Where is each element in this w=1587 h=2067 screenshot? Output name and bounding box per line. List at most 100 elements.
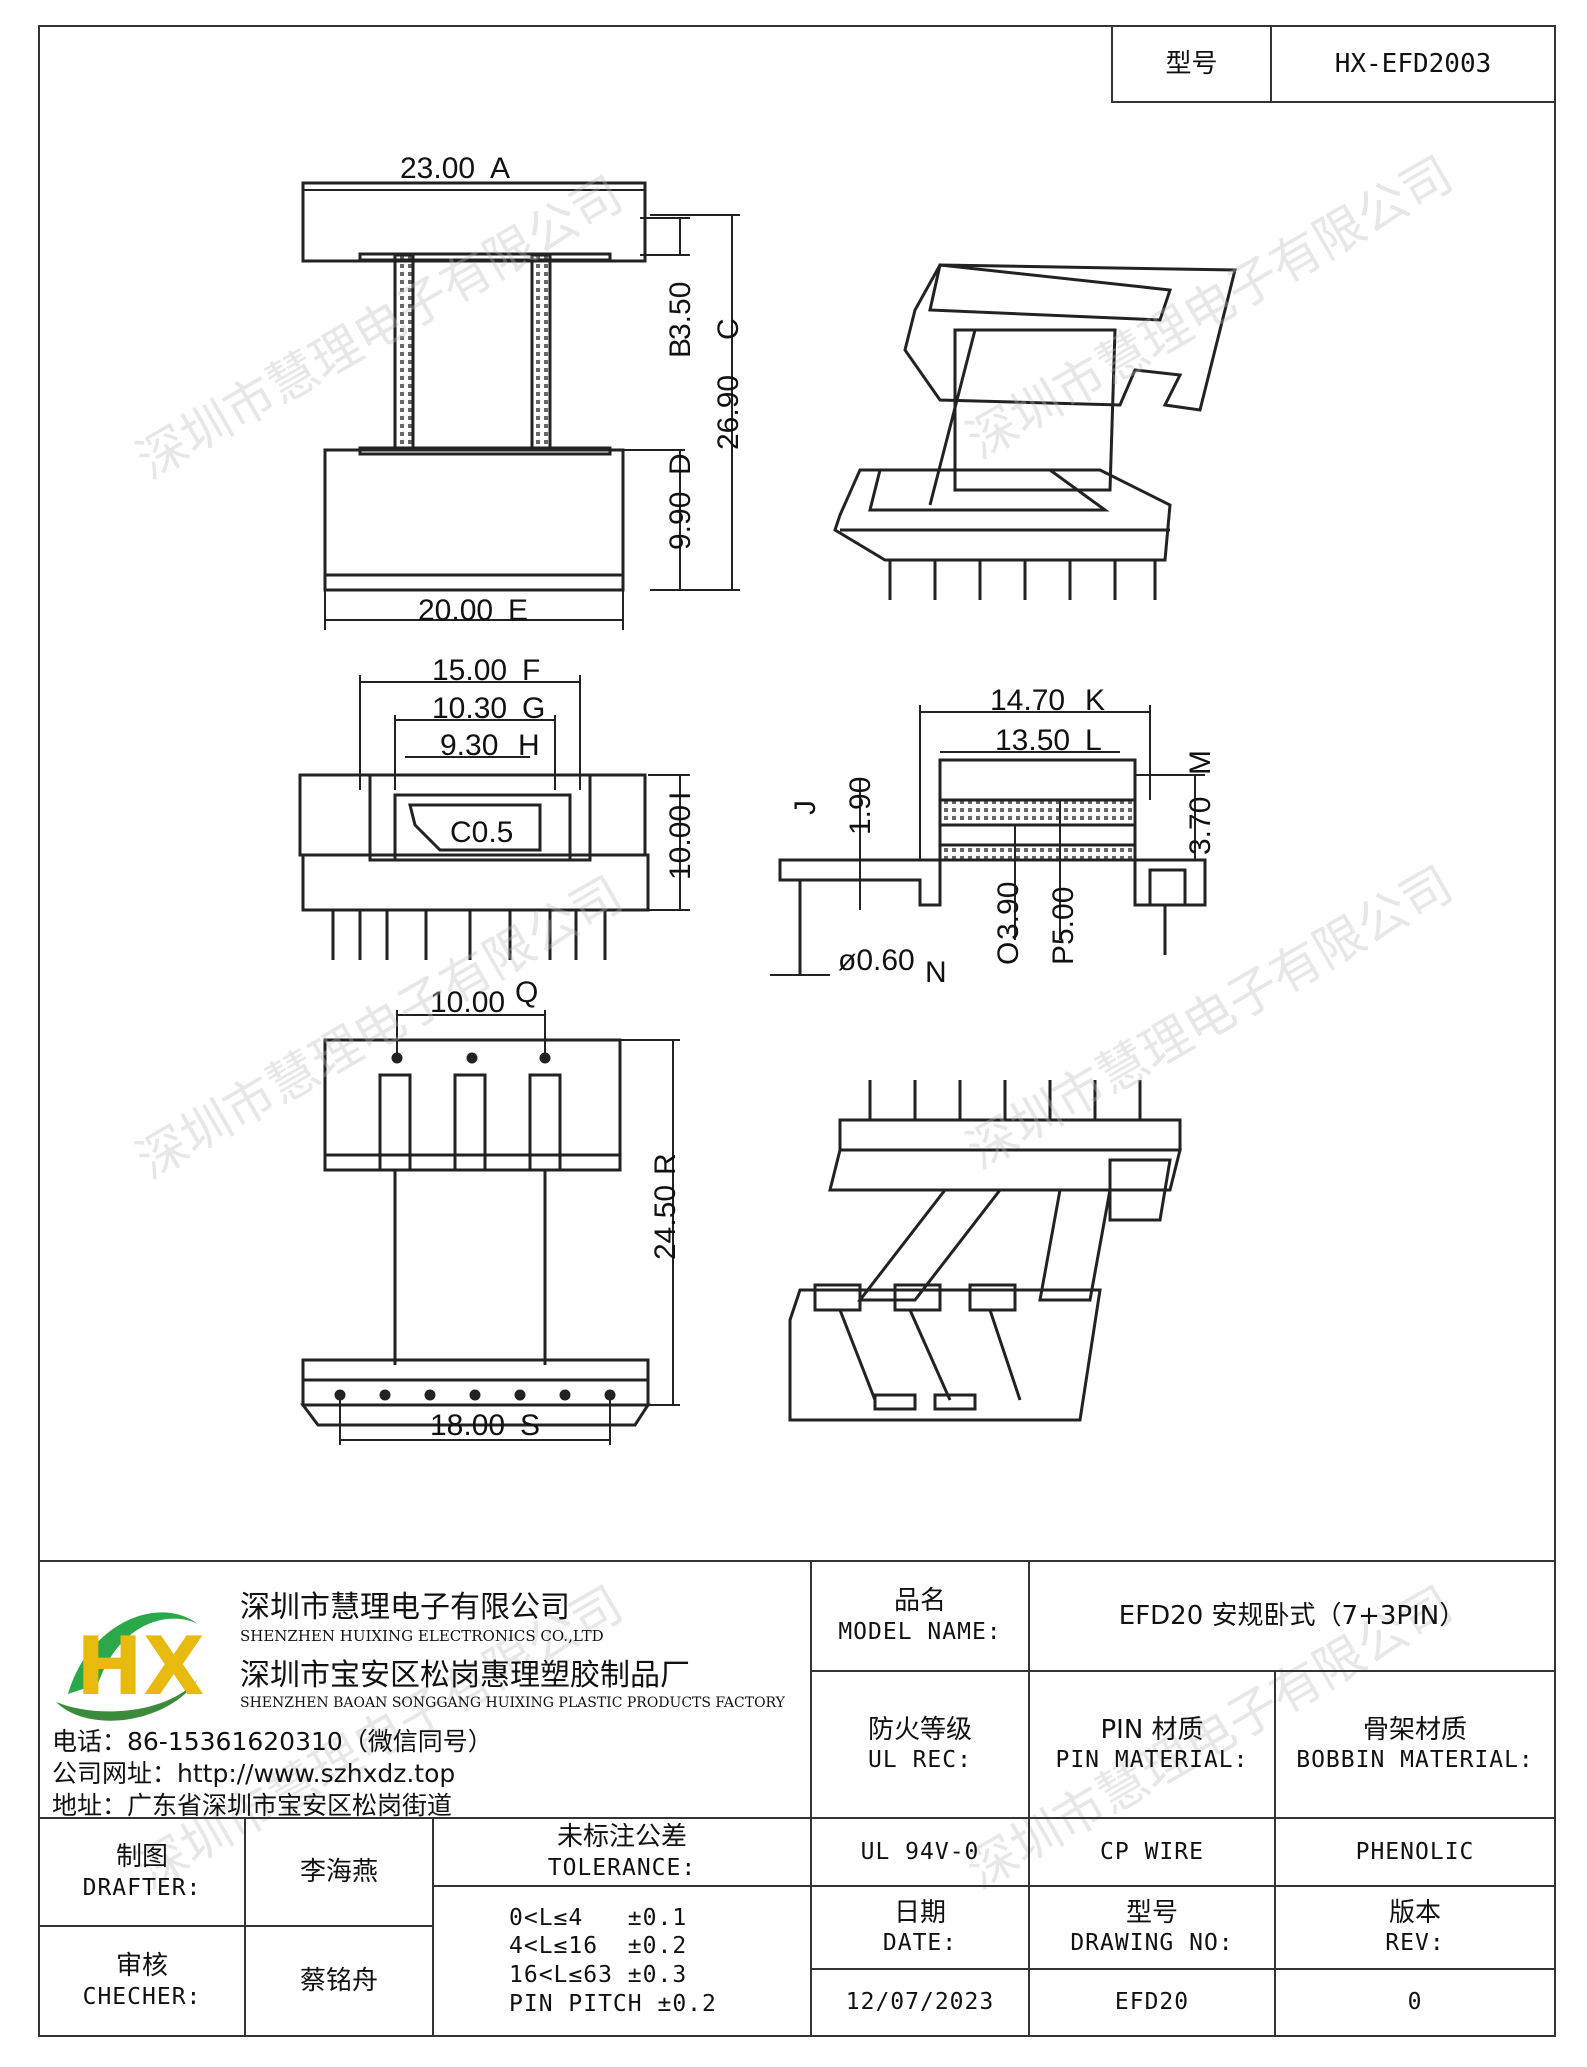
drawing-no-label-zh: 型号	[1125, 1897, 1178, 1928]
dim-Q-tag: Q	[515, 976, 538, 1009]
dim-N: ø0.60	[838, 944, 915, 977]
dim-L: 13.50	[995, 724, 1070, 757]
bobbin-material-value: PHENOLIC	[1355, 1838, 1475, 1865]
drafter-label-en: DRAFTER:	[82, 1874, 202, 1901]
dim-H: 9.30	[440, 729, 498, 762]
company-block: HX 深圳市慧理电子有限公司 SHENZHEN HUIXING ELECTRON…	[40, 1562, 810, 1820]
company-name-2: 深圳市宝安区松岗惠理塑胶制品厂	[240, 1658, 690, 1693]
company-website: 公司网址：http://www.szhxdz.top	[52, 1759, 456, 1788]
dim-F: 15.00	[432, 654, 507, 687]
drawing-no-label-en: DRAWING NO:	[1070, 1930, 1234, 1957]
bobbin-material-label-cell: 骨架材质 BOBBIN MATERIAL:	[1274, 1670, 1556, 1819]
bobbin-material-value-cell: PHENOLIC	[1274, 1817, 1556, 1887]
dim-D: 9.90	[664, 492, 697, 550]
rev-label-en: REV:	[1385, 1930, 1445, 1957]
dim-S: 18.00	[430, 1409, 505, 1442]
checker-label-zh: 审核	[115, 1951, 168, 1982]
front-view	[301, 181, 740, 630]
tolerance-line-2: 4<L≤16 ±0.2	[509, 1933, 688, 1960]
dim-S-tag: S	[520, 1409, 540, 1442]
dim-M: 3.70	[1184, 797, 1217, 855]
dim-O-tag: O	[992, 942, 1025, 965]
drawing-no-label-cell: 型号 DRAWING NO:	[1028, 1885, 1276, 1970]
pin-material-label-zh: PIN 材质	[1100, 1714, 1204, 1745]
ul-rec-label-en: UL REC:	[868, 1747, 972, 1774]
model-name-value: EFD20 安规卧式（7+3PIN）	[1118, 1600, 1466, 1631]
company-phone: 电话：86-15361620310（微信同号）	[52, 1727, 493, 1756]
dim-N-tag: N	[925, 956, 947, 989]
tolerance-label-zh: 未标注公差	[556, 1822, 687, 1853]
checker-value: 蔡铭舟	[299, 1965, 378, 1996]
dim-R-tag: R	[649, 1153, 682, 1175]
model-name-label-zh: 品名	[893, 1586, 946, 1617]
dim-Q: 10.00	[430, 986, 505, 1019]
dim-B-tag: B	[664, 338, 697, 358]
date-label-cell: 日期 DATE:	[810, 1885, 1030, 1970]
dim-C-tag: C	[712, 318, 745, 340]
ul-rec-label-zh: 防火等级	[867, 1714, 972, 1745]
side-view	[770, 705, 1207, 976]
model-name-label-cell: 品名 MODEL NAME:	[810, 1560, 1030, 1672]
dim-E-tag: E	[508, 594, 528, 627]
header-model-label: 型号	[1165, 48, 1218, 79]
header-model-value: HX-EFD2003	[1334, 48, 1492, 79]
drafter-value-cell: 李海燕	[244, 1817, 434, 1927]
watermark-2: 深圳市慧理电子有限公司	[957, 145, 1462, 470]
isometric-view-bottom	[788, 1080, 1182, 1422]
dim-P: 5.00	[1047, 887, 1080, 945]
model-name-label-en: MODEL NAME:	[838, 1618, 1002, 1645]
title-block-top-rule	[38, 1560, 1556, 1562]
dim-G-tag: G	[522, 692, 545, 725]
pin-material-label-en: PIN MATERIAL:	[1055, 1747, 1249, 1774]
drawing-no-value: EFD20	[1114, 1989, 1190, 2016]
bobbin-material-label-zh: 骨架材质	[1362, 1714, 1467, 1745]
drafter-label-zh: 制图	[115, 1842, 168, 1873]
dim-I-tag: I	[664, 792, 697, 800]
dim-R: 24.50	[649, 1185, 682, 1260]
dim-O: 3.90	[992, 882, 1025, 940]
checker-label-cell: 审核 CHECHER:	[38, 1925, 246, 2037]
tolerance-line-4: PIN PITCH ±0.2	[509, 1990, 717, 2017]
pin-material-value-cell: CP WIRE	[1028, 1817, 1276, 1887]
dim-chamfer: C0.5	[450, 816, 513, 849]
dim-G: 10.30	[432, 692, 507, 725]
date-label-en: DATE:	[882, 1930, 958, 1957]
watermark-4: 深圳市慧理电子有限公司	[957, 855, 1462, 1180]
rev-value-cell: 0	[1274, 1968, 1556, 2037]
dim-P-tag: P	[1047, 945, 1080, 965]
dim-K-tag: K	[1085, 684, 1105, 717]
date-value: 12/07/2023	[845, 1989, 995, 2016]
date-label-zh: 日期	[893, 1897, 946, 1928]
end-view	[298, 675, 690, 960]
dim-A: 23.00	[400, 152, 475, 185]
model-name-value-cell: EFD20 安规卧式（7+3PIN）	[1028, 1560, 1556, 1672]
dim-J: 1.90	[844, 777, 877, 835]
tolerance-values-cell: 0<L≤4 ±0.1 4<L≤16 ±0.2 16<L≤63 ±0.3 PIN …	[432, 1885, 812, 2037]
logo-letters: HX	[76, 1620, 205, 1713]
drafter-value: 李海燕	[299, 1856, 378, 1887]
dim-F-tag: F	[522, 654, 540, 687]
header-model-value-cell: HX-EFD2003	[1270, 25, 1556, 103]
date-value-cell: 12/07/2023	[810, 1968, 1030, 2037]
dim-E: 20.00	[418, 594, 493, 627]
company-address: 地址：广东省深圳市宝安区松岗街道	[52, 1791, 453, 1820]
watermark-1: 深圳市慧理电子有限公司	[127, 165, 632, 490]
dim-L-tag: L	[1085, 724, 1102, 757]
checker-label-en: CHECHER:	[82, 1983, 202, 2010]
rev-value: 0	[1407, 1989, 1423, 2016]
rev-label-cell: 版本 REV:	[1274, 1885, 1556, 1970]
tolerance-line-1: 0<L≤4 ±0.1	[509, 1904, 688, 1931]
bottom-view	[300, 1010, 680, 1445]
ul-rec-value-cell: UL 94V-0	[810, 1817, 1030, 1887]
dim-K: 14.70	[990, 684, 1065, 717]
checker-value-cell: 蔡铭舟	[244, 1925, 434, 2037]
dim-D-tag: D	[664, 453, 697, 475]
company-logo-icon: HX	[56, 1612, 205, 1721]
dim-C: 26.90	[712, 375, 745, 450]
dim-H-tag: H	[518, 729, 540, 762]
dim-B: 3.50	[664, 282, 697, 340]
dim-A-tag: A	[490, 152, 510, 185]
dim-J-tag: J	[789, 800, 822, 815]
tolerance-label-en: TOLERANCE:	[547, 1854, 697, 1881]
